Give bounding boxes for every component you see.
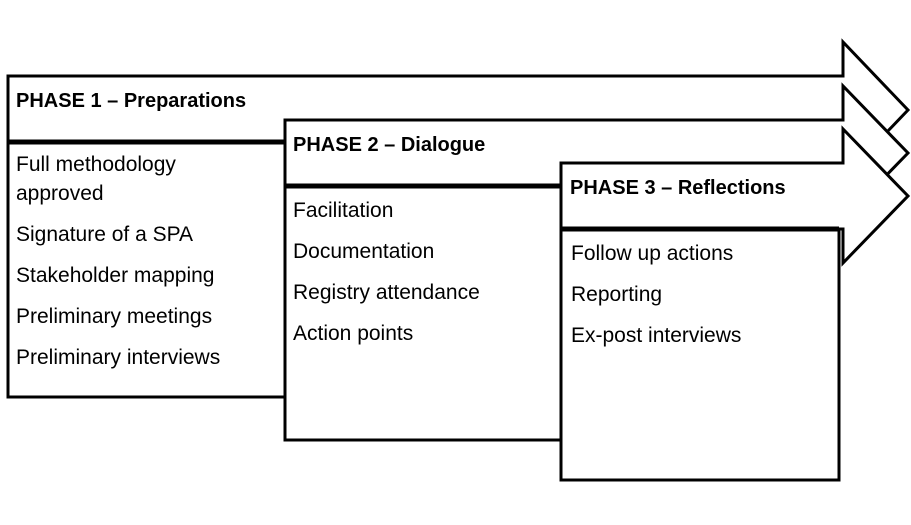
phase-2-title: PHASE 2 – Dialogue: [293, 134, 486, 156]
list-item: Preliminary meetings: [16, 305, 213, 328]
list-item: Preliminary interviews: [16, 346, 221, 369]
list-item: Reporting: [571, 283, 663, 306]
phase-3-list: Follow up actions Reporting Ex-post inte…: [571, 233, 741, 356]
phase-1-box: [6, 140, 287, 399]
list-item: Follow up actions: [571, 242, 734, 265]
list-item: Stakeholder mapping: [16, 264, 215, 287]
list-item: Documentation: [293, 240, 435, 263]
list-item: Action points: [293, 322, 414, 345]
list-item: Ex-post interviews: [571, 324, 742, 347]
phase-3-box: [559, 227, 841, 482]
list-item: Registry attendance: [293, 281, 480, 304]
phase-2-list: Facilitation Documentation Registry atte…: [293, 190, 480, 354]
phase-1-list: Full methodology approved Signature of a…: [16, 150, 276, 378]
phase-1-title: PHASE 1 – Preparations: [16, 90, 247, 112]
phase-3-title: PHASE 3 – Reflections: [570, 177, 786, 199]
list-item: Facilitation: [293, 199, 394, 222]
list-item: Full methodology approved: [16, 153, 176, 205]
list-item: Signature of a SPA: [16, 223, 194, 246]
